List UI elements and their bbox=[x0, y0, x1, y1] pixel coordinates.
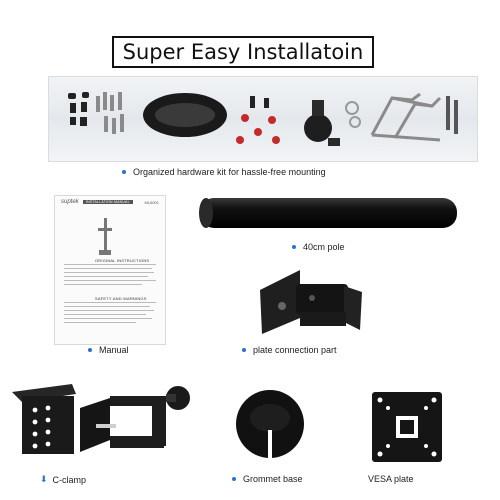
grommet-base-caption: Grommet base bbox=[232, 474, 303, 484]
bullet-icon bbox=[242, 348, 246, 352]
c-clamp-caption: ⬇ C-clamp bbox=[40, 474, 87, 485]
pole-caption: 40cm pole bbox=[292, 242, 345, 252]
title-box: Super Easy Installatoin bbox=[112, 36, 374, 68]
manual-caption: Manual bbox=[88, 345, 129, 355]
bullet-icon bbox=[232, 477, 236, 481]
manual-brand-logo: suptek bbox=[61, 199, 79, 205]
vesa-plate-caption: VESA plate bbox=[368, 474, 414, 484]
download-arrow-icon: ⬇ bbox=[40, 474, 48, 484]
hardware-caption: Organized hardware kit for hassle-free m… bbox=[122, 167, 326, 177]
manual-section-1: ORIGINAL INSTRUCTIONS bbox=[95, 258, 150, 263]
page-title: Super Easy Installatoin bbox=[122, 40, 364, 64]
bullet-icon bbox=[88, 348, 92, 352]
manual-header-text: INSTALLATION MANUAL bbox=[83, 200, 133, 204]
bullet-icon bbox=[292, 245, 296, 249]
manual-model-code: ML6001 bbox=[144, 200, 159, 205]
plate-connection-caption: plate connection part bbox=[242, 345, 337, 355]
bullet-icon bbox=[122, 170, 126, 174]
manual-section-2: SAFETY AND WARNINGS bbox=[95, 296, 147, 301]
manual-booklet: suptek INSTALLATION MANUAL ML6001 ORIGIN… bbox=[54, 195, 166, 345]
